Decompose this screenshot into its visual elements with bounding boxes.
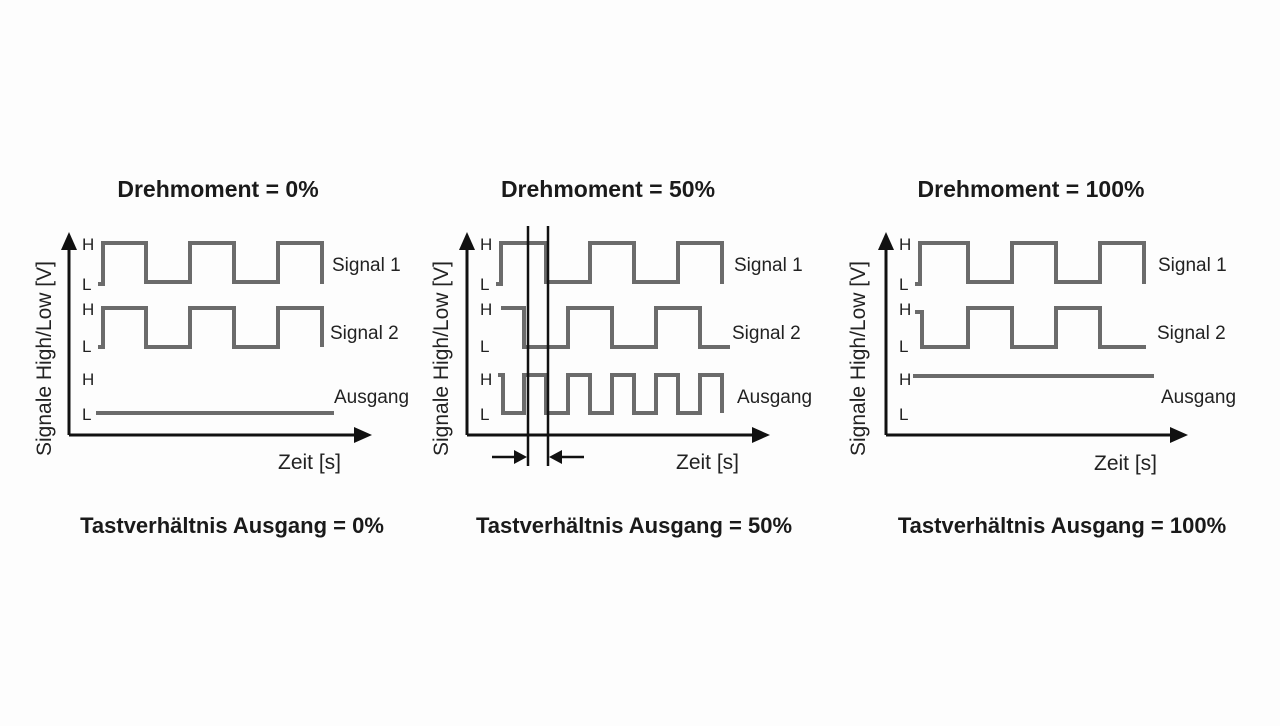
- signal-2-low-label: L: [480, 337, 489, 356]
- x-axis-arrow: [354, 427, 372, 443]
- output-low-label: L: [82, 405, 91, 424]
- output-high-label: H: [899, 370, 911, 389]
- signal-1-low-label: L: [82, 275, 91, 294]
- y-axis-label: Signale High/Low [V]: [847, 261, 870, 456]
- signal-2-high-label: H: [480, 300, 492, 319]
- y-axis-arrow: [459, 232, 475, 250]
- x-axis-arrow: [752, 427, 770, 443]
- signal-2-waveform: [98, 306, 324, 349]
- axes: [878, 232, 1188, 443]
- timing-diagram: Signale High/Low [V] Zeit [s] H L H L H …: [33, 232, 409, 474]
- panel-torque-100: Drehmoment = 100% Tastverhältnis Ausgang…: [818, 0, 1238, 726]
- axes: [459, 232, 770, 443]
- duty-cycle-markers: [492, 226, 584, 466]
- panel-title: Drehmoment = 0%: [117, 176, 319, 202]
- panel-caption: Tastverhältnis Ausgang = 100%: [897, 513, 1227, 538]
- output-name: Ausgang: [334, 387, 409, 408]
- signal-2-waveform: [915, 306, 1146, 349]
- signal-2-name: Signal 2: [732, 323, 801, 344]
- output-high-label: H: [480, 370, 492, 389]
- signal-1-high-label: H: [480, 235, 492, 254]
- signal-1-high-label: H: [899, 235, 911, 254]
- signal-1-high-label: H: [82, 235, 94, 254]
- signal-2-name: Signal 2: [330, 323, 399, 344]
- timing-diagram: Signale High/Low [V] Zeit [s] H L H L H …: [430, 226, 812, 474]
- panel-title: Drehmoment = 100%: [917, 176, 1145, 202]
- panel-torque-0: Drehmoment = 0% Tastverhältnis Ausgang =…: [0, 0, 420, 726]
- x-axis-label: Zeit [s]: [1094, 452, 1157, 475]
- output-name: Ausgang: [737, 387, 812, 408]
- signal-2-name: Signal 2: [1157, 323, 1226, 344]
- panel-title: Drehmoment = 50%: [500, 176, 716, 202]
- signal-2-low-label: L: [899, 337, 908, 356]
- signal-1-low-label: L: [899, 275, 908, 294]
- y-axis-label: Signale High/Low [V]: [430, 261, 453, 456]
- x-axis-label: Zeit [s]: [676, 451, 739, 474]
- signal-2-low-label: L: [82, 337, 91, 356]
- x-axis-label: Zeit [s]: [278, 451, 341, 474]
- signal-1-waveform: [496, 241, 724, 286]
- output-low-label: L: [899, 405, 908, 424]
- output-waveform: [498, 373, 724, 415]
- signal-1-waveform: [915, 241, 1146, 286]
- panel-caption: Tastverhältnis Ausgang = 50%: [475, 513, 793, 538]
- output-high-label: H: [82, 370, 94, 389]
- arrow-left-head: [549, 450, 562, 464]
- signal-1-name: Signal 1: [1158, 255, 1227, 276]
- y-axis-label: Signale High/Low [V]: [33, 261, 56, 456]
- signal-1-name: Signal 1: [332, 255, 401, 276]
- panel-caption: Tastverhältnis Ausgang = 0%: [80, 513, 384, 538]
- axes: [61, 232, 372, 443]
- signal-1-name: Signal 1: [734, 255, 803, 276]
- signal-1-low-label: L: [480, 275, 489, 294]
- signal-1-waveform: [98, 241, 324, 286]
- output-low-label: L: [480, 405, 489, 424]
- arrow-right-head: [514, 450, 527, 464]
- timing-diagram: Signale High/Low [V] Zeit [s] H L H L H …: [847, 232, 1236, 475]
- output-name: Ausgang: [1161, 387, 1236, 408]
- y-axis-arrow: [61, 232, 77, 250]
- signal-2-waveform: [501, 306, 730, 349]
- x-axis-arrow: [1170, 427, 1188, 443]
- signal-2-high-label: H: [899, 300, 911, 319]
- signal-2-high-label: H: [82, 300, 94, 319]
- panel-torque-50: Drehmoment = 50% Tastverhältnis Ausgang …: [400, 0, 820, 726]
- y-axis-arrow: [878, 232, 894, 250]
